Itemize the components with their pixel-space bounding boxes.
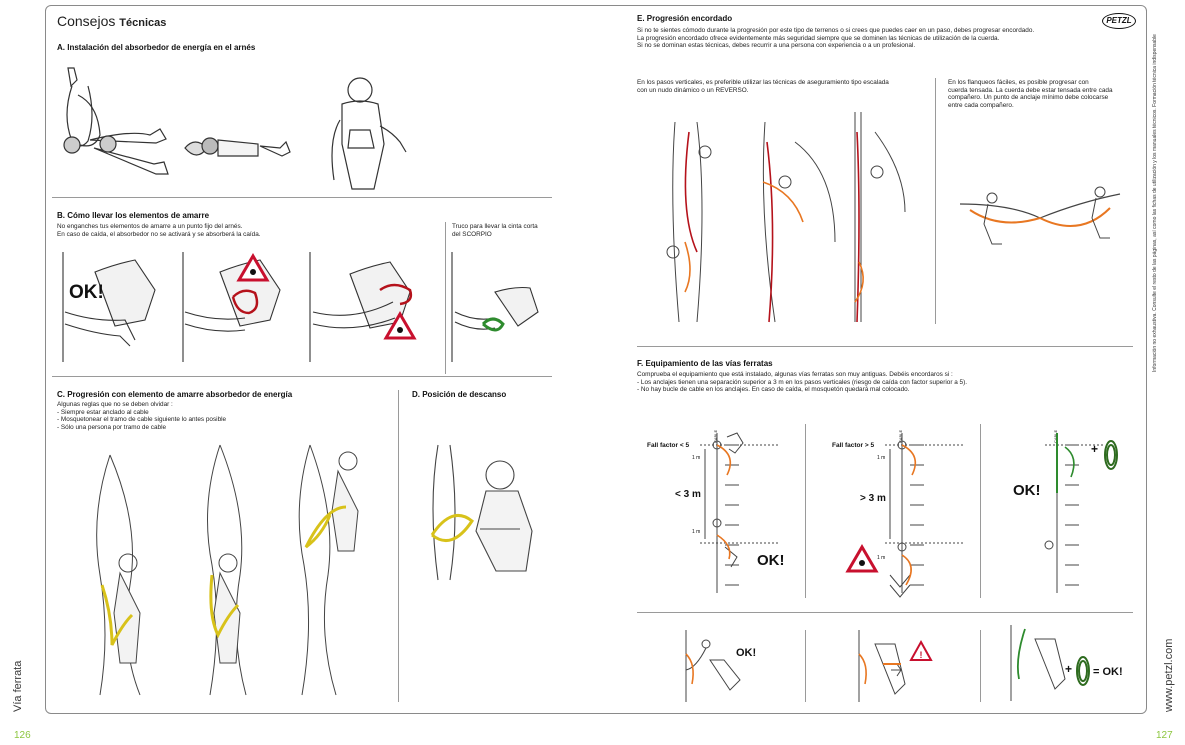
section-e-heading: E. Progresión encordado [637,14,733,23]
f-anchor-warning: ! [858,630,933,702]
f-warning-icon-2: ! [909,639,933,661]
section-e-right-text: En los flanqueos fáciles, es posible pro… [948,79,1113,109]
page-frame [45,5,1147,714]
section-a-heading: A. Instalación del absorbedor de energía… [57,43,256,52]
spine-title: Vía ferrata [12,660,24,712]
divider-b-c [52,376,552,377]
divider-c-d [398,390,399,702]
section-b-tip: Truco para llevar la cinta corta del SCO… [452,223,538,238]
divider-a-b [52,197,552,198]
f-label-cable-1: CABLE [713,430,718,443]
f-plus-2: + [1065,662,1072,676]
section-b-ok: OK! [69,282,104,303]
divider-e [935,78,936,324]
svg-text:!: ! [920,650,923,660]
section-e-body: Si no te sientes cómodo durante la progr… [637,27,1035,50]
divider-f-2 [980,424,981,598]
spine-url: www.petzl.com [1163,638,1175,712]
f-label-lt3: < 3 m [675,489,701,500]
divider-e-f [637,346,1133,347]
f-label-1m-c: 1 m [877,455,885,461]
rope-coil-icon [1104,440,1118,470]
section-f-body: Comprueba el equipamiento que está insta… [637,371,968,394]
f-anchor-roped-ok: + = OK! [1010,625,1123,701]
f-label-ff-low: Fall factor < 5 [647,442,689,449]
section-b-heading: B. Cómo llevar los elementos de amarre [57,211,210,220]
section-e-left-text: En los pasos verticales, es preferible u… [637,79,889,94]
divider-b-tip [445,222,446,374]
section-c-illustrations [96,444,359,696]
section-a-illustrations [63,67,407,190]
page-title: Consejos Técnicas [57,13,167,29]
f-label-ff-high: Fall factor > 5 [832,442,874,449]
section-c-heading: C. Progresión con elemento de amarre abs… [57,390,293,399]
f-label-cable-3: CABLE [1053,430,1058,443]
divider-f-4 [980,630,981,702]
divider-f-lower [637,612,1133,613]
f-label-cable-2: CABLE [898,430,903,443]
section-d-illustration [430,444,533,581]
section-b-body: No enganches tus elementos de amarre a u… [57,223,261,238]
vertical-disclaimer: Información no exhaustiva. Consulte el r… [1152,34,1158,372]
f-label-1m-d: 1 m [877,555,885,561]
divider-f-1 [805,424,806,598]
f-diagram-low-factor: Fall factor < 5 CABLE < 3 m 1 m 1 m OK! [647,430,785,593]
f-ok-3: OK! [736,647,756,659]
f-plus-1: + [1091,442,1098,456]
page-number-right: 127 [1156,730,1173,741]
f-warning-icon [845,544,879,573]
f-diagram-high-factor: Fall factor > 5 CABLE > 3 m 1 m 1 m [832,430,965,598]
f-anchor-ok: OK! [685,630,756,702]
f-ok-1: OK! [757,552,785,569]
rope-coil-icon-2 [1076,656,1090,686]
f-diagram-roped: CABLE OK! + [1013,430,1118,593]
section-c-body: Algunas reglas que no se deben olvidar :… [57,401,227,431]
f-ok-2: OK! [1013,482,1041,499]
f-equals-ok: = OK! [1093,666,1123,678]
section-e-traverse-illustration [959,186,1121,245]
page-number-left: 126 [14,730,31,741]
f-label-gt3: > 3 m [860,493,886,504]
section-e-illustrations [666,112,906,323]
f-label-1m-a: 1 m [692,455,700,461]
section-d-heading: D. Posición de descanso [412,390,507,399]
section-b-illustrations: OK! [62,252,539,362]
section-f-heading: F. Equipamiento de las vías ferratas [637,359,773,368]
f-label-1m-b: 1 m [692,529,700,535]
divider-f-3 [805,630,806,702]
petzl-logo: PETZL [1102,13,1136,29]
